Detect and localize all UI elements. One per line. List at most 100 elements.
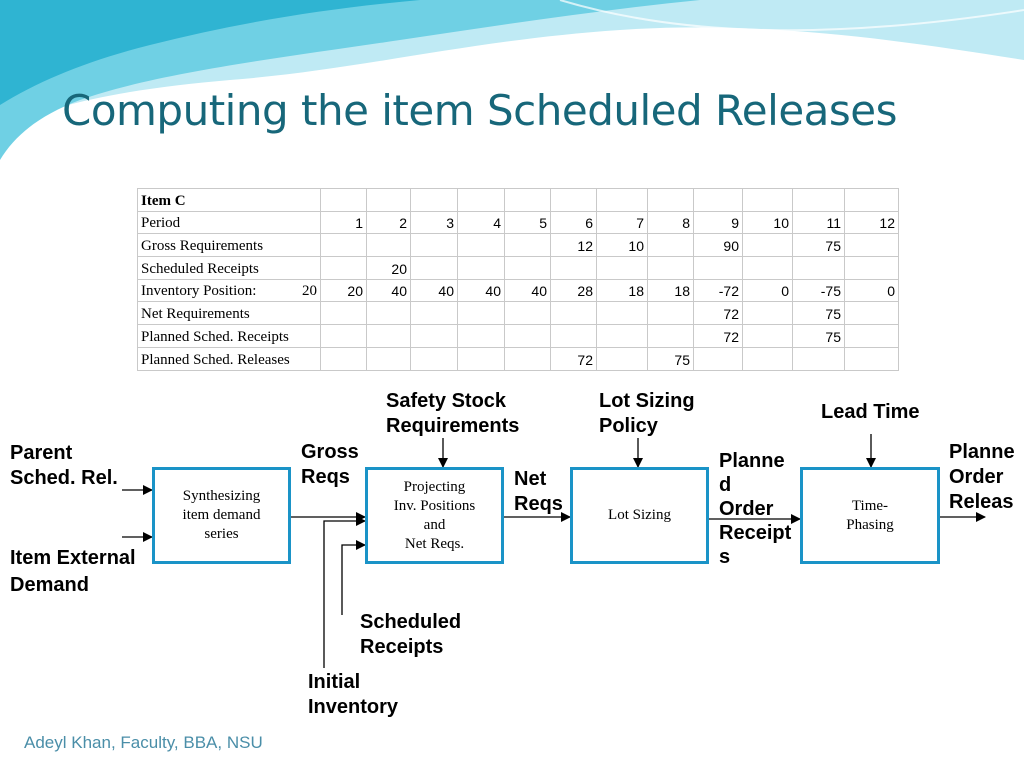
table-cell (366, 324, 411, 348)
table-cell (742, 301, 793, 326)
synthesizing-box: Synthesizing item demand series (152, 467, 291, 564)
table-cell: 9 (693, 210, 743, 235)
table-cell: 75 (647, 346, 694, 371)
table-cell: 3 (410, 210, 458, 235)
label-scheduled-receipts: Scheduled Receipts (360, 611, 462, 658)
wave-mid (0, 0, 700, 160)
table-cell: 40 (366, 278, 411, 303)
table-cell: 0 (844, 278, 899, 303)
table-cell (693, 346, 743, 371)
table-cell (550, 301, 597, 326)
table-cell (742, 346, 793, 371)
row-label: Planned Sched. Releases (137, 346, 321, 371)
table-cell (457, 188, 505, 212)
table-cell (647, 256, 694, 280)
table-cell: 72 (693, 301, 743, 326)
row-label-text: Gross Requirements (141, 238, 264, 255)
table-cell (647, 233, 694, 258)
table-cell (844, 256, 899, 280)
row-label-text: Period (141, 215, 181, 232)
table-cell (647, 301, 694, 326)
table-cell (844, 301, 899, 326)
table-cell: -75 (792, 278, 845, 303)
table-cell (457, 346, 505, 371)
slide-title: Computing the item Scheduled Releases (62, 86, 898, 135)
table-cell (366, 346, 411, 371)
label-net-reqs: Net Reqs (514, 468, 563, 515)
row-label-text: Planned Sched. Releases (141, 351, 290, 368)
table-cell (693, 188, 743, 212)
table-cell: 40 (410, 278, 458, 303)
label-gross-reqs: Gross Reqs (301, 441, 359, 488)
table-cell (457, 301, 505, 326)
table-cell: 2 (366, 210, 411, 235)
table-cell (320, 256, 367, 280)
label-item-external-demand: Item External Demand (10, 547, 136, 596)
row-label-text: Inventory Position: (141, 283, 257, 300)
table-cell: 72 (550, 346, 597, 371)
table-cell (844, 346, 899, 371)
row-label-value: 20 (302, 283, 317, 300)
table-cell (596, 256, 648, 280)
table-cell: 12 (844, 210, 899, 235)
table-cell: 11 (792, 210, 845, 235)
table-cell (504, 188, 551, 212)
label-lot-sizing-policy: Lot Sizing Policy (599, 390, 695, 437)
table-cell (844, 188, 899, 212)
table-cell (504, 256, 551, 280)
background-wave (0, 0, 1024, 160)
table-cell (504, 346, 551, 371)
table-row: Planned Sched. Releases 72 75 (137, 346, 899, 371)
row-label: Inventory Position: 20 (137, 278, 321, 303)
table-cell: 75 (792, 233, 845, 258)
table-cell: 40 (457, 278, 505, 303)
table-cell (647, 324, 694, 348)
table-cell (596, 188, 648, 212)
table-cell (366, 233, 411, 258)
arrow-scheduled-receipts (341, 540, 366, 615)
table-cell (410, 301, 458, 326)
table-cell: 18 (596, 278, 648, 303)
table-cell: 10 (742, 210, 793, 235)
table-cell: 0 (742, 278, 793, 303)
table-cell (320, 346, 367, 371)
table-cell: 75 (792, 301, 845, 326)
table-cell (844, 324, 899, 348)
label-initial-inventory: Initial Inventory (308, 671, 399, 718)
table-cell: 4 (457, 210, 505, 235)
table-cell (410, 188, 458, 212)
table-cell: 7 (596, 210, 648, 235)
table-cell (596, 346, 648, 371)
label-parent-sched-rel: Parent Sched. Rel. (10, 442, 118, 489)
table-cell: 40 (504, 278, 551, 303)
table-cell (504, 301, 551, 326)
table-cell (504, 324, 551, 348)
projecting-box: Projecting Inv. Positions and Net Reqs. (365, 467, 504, 564)
table-cell: 10 (596, 233, 648, 258)
row-label: Period (137, 210, 321, 235)
table-cell (550, 256, 597, 280)
table-cell (410, 256, 458, 280)
label-safety-stock: Safety Stock Requirements (386, 390, 520, 437)
table-cell (844, 233, 899, 258)
label-planned-order-release: Planne Order Releas (949, 441, 1015, 513)
table-cell (504, 233, 551, 258)
table-cell (457, 256, 505, 280)
table-cell: 1 (320, 210, 367, 235)
table-cell (596, 324, 648, 348)
table-cell: 12 (550, 233, 597, 258)
table-cell (320, 233, 367, 258)
table-cell: 28 (550, 278, 597, 303)
table-cell: -72 (693, 278, 743, 303)
table-row-item: Item C (137, 188, 899, 212)
row-label: Scheduled Receipts (137, 256, 321, 280)
label-lead-time: Lead Time (821, 401, 920, 423)
table-cell (647, 188, 694, 212)
